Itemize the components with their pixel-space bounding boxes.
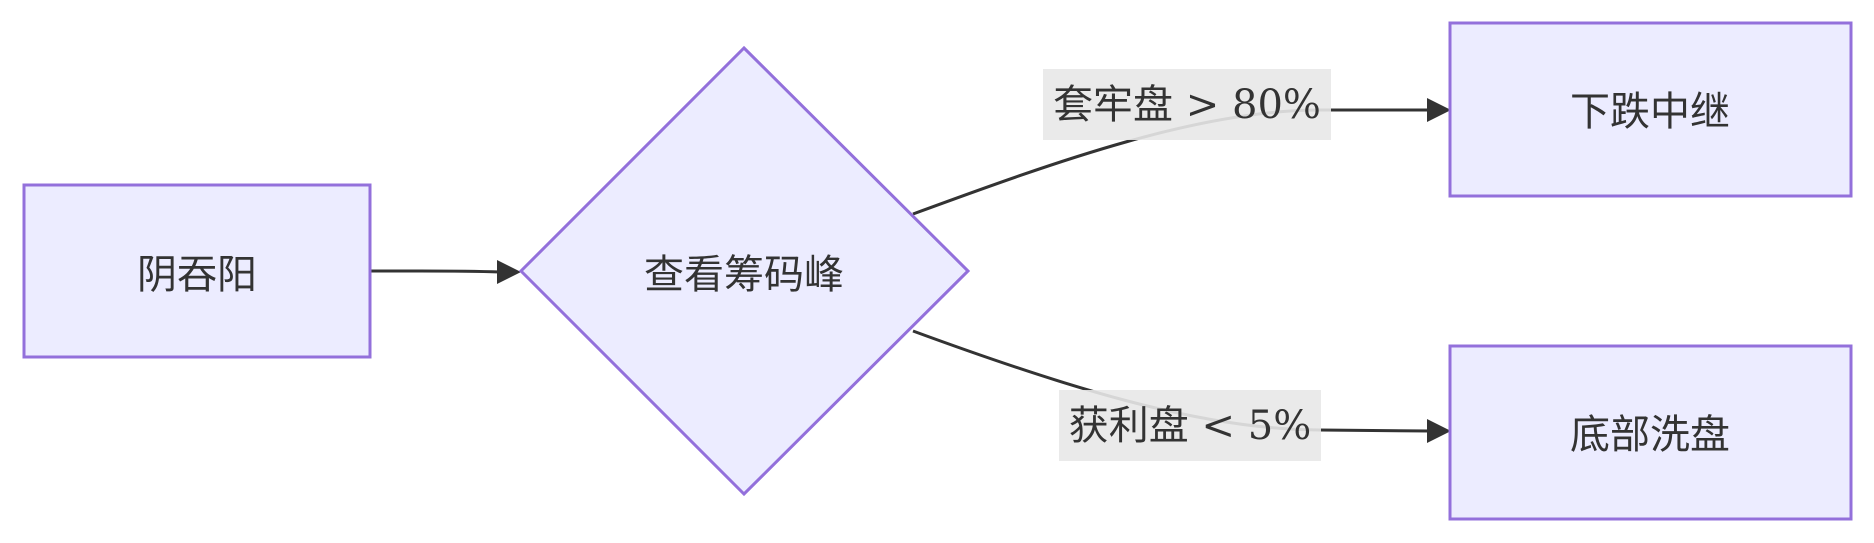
node-decision[interactable]: 查看筹码峰 bbox=[518, 45, 971, 497]
edge-label-to-relay: 套牢盘 > 80% bbox=[1043, 69, 1331, 140]
edge-label-background bbox=[1043, 69, 1331, 140]
node-start-box bbox=[22, 183, 372, 359]
node-washout-box bbox=[1448, 344, 1853, 521]
node-start-label: 阴吞阳 bbox=[137, 252, 257, 298]
arrowhead-washout bbox=[1427, 419, 1451, 443]
edge-label-background bbox=[1059, 390, 1321, 461]
node-decision-diamond bbox=[518, 45, 971, 497]
edge-label-text: 获利盘 < 5% bbox=[1069, 403, 1311, 449]
node-start[interactable]: 阴吞阳 bbox=[22, 183, 372, 359]
node-relay-box bbox=[1448, 21, 1853, 198]
node-decision-label: 查看筹码峰 bbox=[644, 252, 844, 298]
node-washout-label: 底部洗盘 bbox=[1570, 412, 1730, 458]
node-relay[interactable]: 下跌中继 bbox=[1448, 21, 1853, 198]
edge-start-to-decision bbox=[371, 269, 501, 274]
node-washout[interactable]: 底部洗盘 bbox=[1448, 344, 1853, 521]
edge-label-text: 套牢盘 > 80% bbox=[1053, 82, 1321, 128]
node-relay-label: 下跌中继 bbox=[1570, 89, 1730, 135]
arrowhead-decision bbox=[497, 260, 521, 284]
arrowhead-relay bbox=[1427, 98, 1451, 122]
edge-label-to-washout: 获利盘 < 5% bbox=[1059, 390, 1321, 461]
